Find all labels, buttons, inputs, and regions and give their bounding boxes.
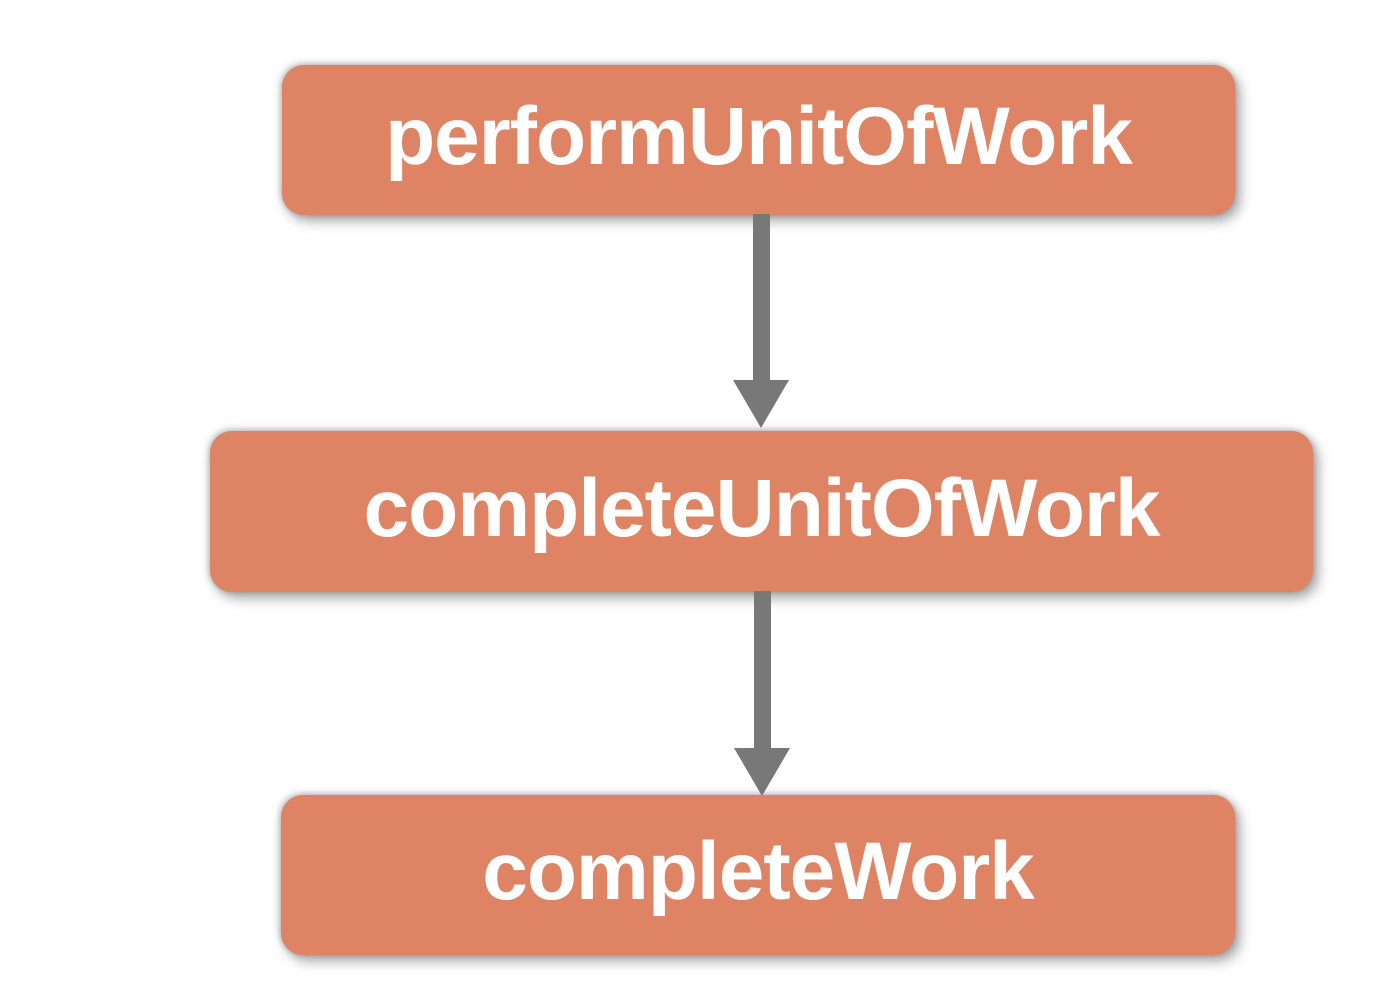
arrow-shaft bbox=[753, 214, 770, 381]
node-complete-work: completeWork bbox=[281, 795, 1235, 955]
arrow-shaft bbox=[754, 591, 771, 749]
arrow-down-icon bbox=[733, 380, 789, 428]
arrow-down-icon bbox=[734, 748, 790, 796]
node-complete-work-label: completeWork bbox=[482, 826, 1035, 917]
node-complete-unit-of-work-label: completeUnitOfWork bbox=[363, 462, 1161, 554]
node-perform-unit-of-work: performUnitOfWork bbox=[282, 65, 1235, 215]
node-complete-unit-of-work: completeUnitOfWork bbox=[210, 431, 1313, 592]
node-perform-unit-of-work-label: performUnitOfWork bbox=[385, 91, 1133, 182]
